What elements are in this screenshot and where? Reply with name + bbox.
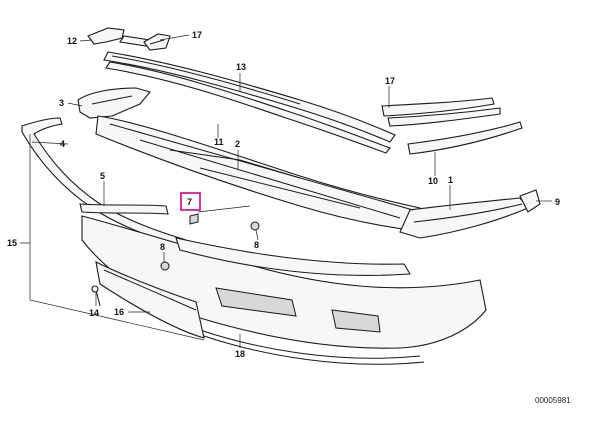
callout-18: 18 xyxy=(235,349,245,359)
callout-14: 14 xyxy=(89,308,99,318)
callout-15: 15 xyxy=(7,238,17,248)
bumper-bracket-3 xyxy=(77,87,151,119)
trim-17-right xyxy=(381,97,501,127)
callout-3: 3 xyxy=(59,98,64,108)
clip-12 xyxy=(87,27,151,47)
end-cap-1 xyxy=(399,197,529,239)
screw-14 xyxy=(91,285,101,307)
callout-7: 7 xyxy=(187,197,192,207)
callout-2: 2 xyxy=(235,139,240,149)
callout-12: 12 xyxy=(67,36,77,46)
strip-5 xyxy=(79,203,169,215)
callout-17-right: 17 xyxy=(385,76,395,86)
bracket-9 xyxy=(519,189,541,213)
nut-8-bottom xyxy=(160,261,170,271)
highlight-box-7 xyxy=(180,192,201,211)
callout-5: 5 xyxy=(100,171,105,181)
callout-13: 13 xyxy=(236,62,246,72)
callout-8-top: 8 xyxy=(254,240,259,250)
callout-1: 1 xyxy=(448,175,453,185)
callout-17-top: 17 xyxy=(192,30,202,40)
leader-lines xyxy=(20,34,552,348)
callout-4: 4 xyxy=(60,139,65,149)
document-number: 00005981 xyxy=(535,396,571,405)
trim-strip-10 xyxy=(407,121,523,155)
trim-strip-11 xyxy=(105,61,391,154)
spoiler-16 xyxy=(95,261,205,339)
callout-10: 10 xyxy=(428,176,438,186)
callout-8-bottom: 8 xyxy=(160,242,165,252)
bumper-cover-18 xyxy=(81,215,487,365)
nut-8-top xyxy=(250,221,260,231)
bracket-17-top xyxy=(143,33,171,51)
callout-16: 16 xyxy=(114,307,124,317)
trim-strip-13 xyxy=(103,51,396,143)
callout-9: 9 xyxy=(555,197,560,207)
callout-labels: 12 17 13 17 3 11 4 2 10 1 5 9 7 8 8 15 1… xyxy=(7,30,560,359)
callout-11: 11 xyxy=(214,137,224,147)
clip-7 xyxy=(189,213,199,225)
strip-4-15 xyxy=(21,117,187,247)
